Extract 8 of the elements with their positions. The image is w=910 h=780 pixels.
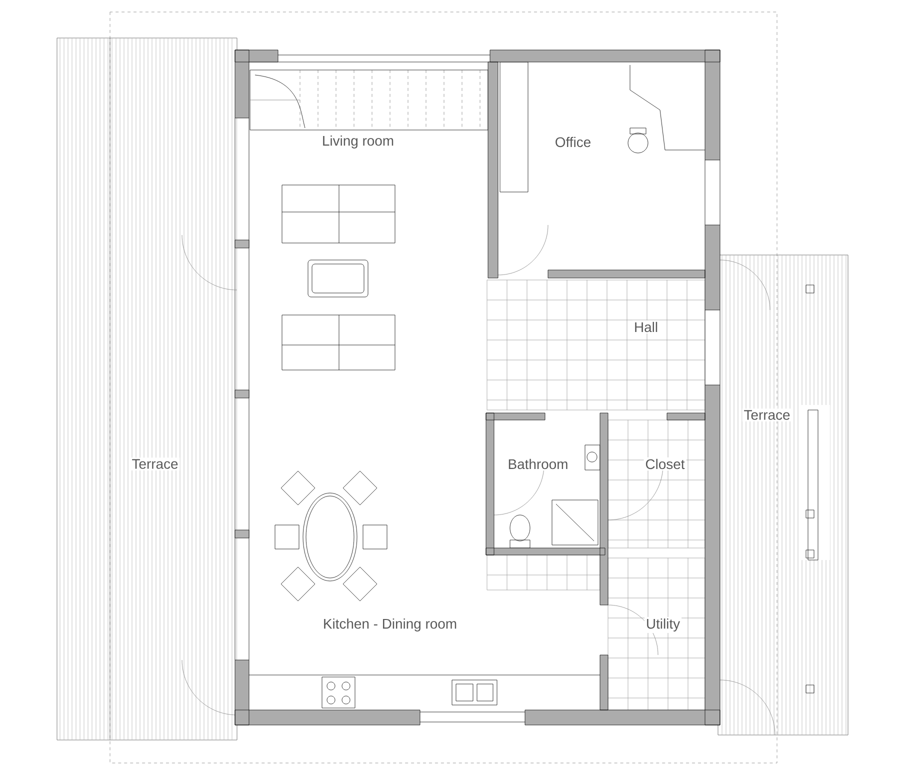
room-label: Bathroom xyxy=(506,457,570,471)
room-label: Terrace xyxy=(130,458,180,470)
room-label: Utility xyxy=(644,617,682,633)
room-label: Living room xyxy=(320,134,396,150)
room-label: Office xyxy=(553,135,593,149)
room-label: Terrace xyxy=(742,408,792,422)
room-label: Kitchen - Dining room xyxy=(321,617,459,633)
room-label: Closet xyxy=(644,457,686,471)
